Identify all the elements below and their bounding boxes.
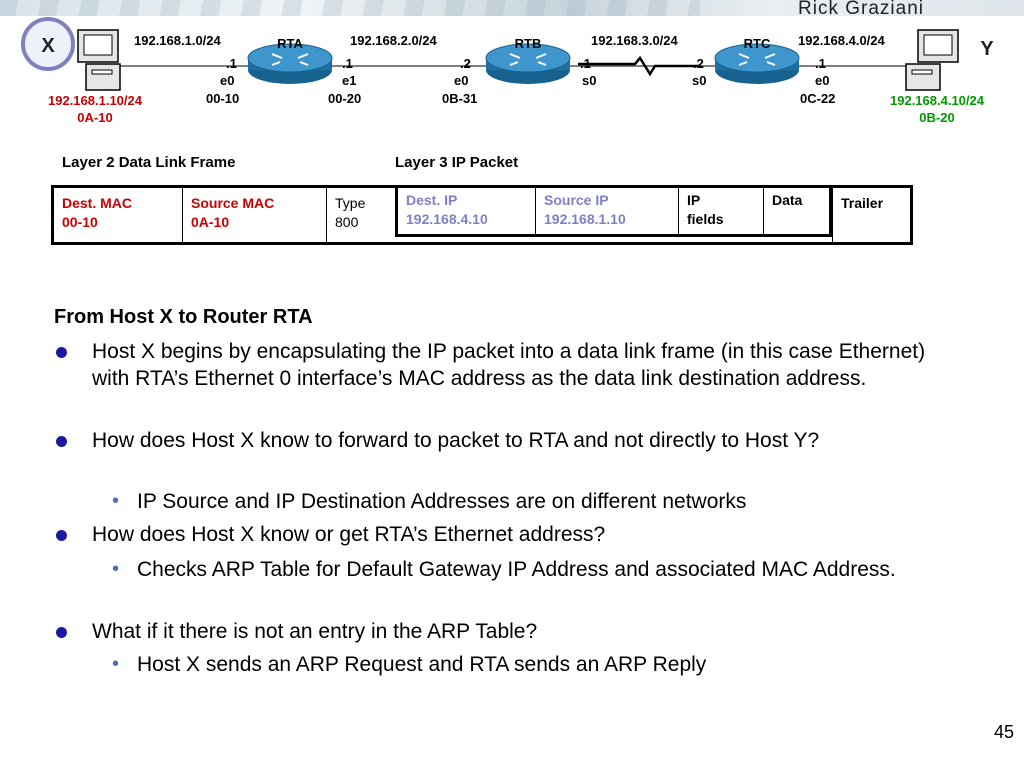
host-x-badge-icon: X	[21, 17, 75, 71]
source-ip-label: Source IP	[544, 192, 609, 208]
frame-divider	[535, 188, 536, 234]
svg-text:X: X	[41, 35, 55, 57]
page-number: 45	[993, 722, 1014, 742]
host-y-label: Y	[980, 38, 994, 60]
frame-divider	[832, 188, 833, 242]
bullet-icon	[56, 347, 67, 358]
data-label: Data	[772, 192, 803, 208]
source-ip-value: 192.168.1.10	[544, 211, 626, 227]
network-1-label: 192.168.1.0/24	[134, 33, 222, 48]
type-label: Type	[335, 195, 366, 211]
author-name: Rick Graziani	[798, 0, 924, 19]
ip-fields-line1: IP	[687, 192, 701, 208]
data-link-frame: Dest. MAC 00-10 Source MAC 0A-10 Type 80…	[51, 185, 913, 245]
source-mac-label: Source MAC	[191, 195, 275, 211]
router-rta-label: RTA	[277, 36, 303, 51]
frame-divider	[326, 188, 327, 242]
host-y-ip: 192.168.4.10/24	[890, 93, 985, 108]
bullet-item: Host X begins by encapsulating the IP pa…	[92, 340, 926, 390]
rtb-s0-octet: .1	[580, 56, 591, 71]
rta-e0-mac: 00-10	[206, 91, 239, 106]
dest-mac-cell: Dest. MAC 00-10	[54, 188, 182, 242]
bullet-icon	[56, 436, 67, 447]
dest-mac-value: 00-10	[62, 214, 98, 230]
router-rta-icon	[247, 43, 333, 84]
network-3-label: 192.168.3.0/24	[591, 33, 679, 48]
type-cell: Type 800	[327, 188, 395, 242]
bullet-icon	[56, 530, 67, 541]
dest-ip-value: 192.168.4.10	[406, 211, 488, 227]
bullet-item: How does Host X know to forward to packe…	[92, 429, 820, 452]
sub-bullet-icon: •	[112, 653, 120, 675]
dest-ip-label: Dest. IP	[406, 192, 458, 208]
ip-fields-line2: fields	[687, 211, 724, 227]
frame-divider	[182, 188, 183, 242]
host-y-mac: 0B-20	[919, 110, 954, 125]
banner-texture	[0, 0, 700, 16]
rtc-s0-octet: .2	[693, 56, 704, 71]
data-cell: Data	[764, 188, 829, 234]
rtc-e0-octet: .1	[815, 56, 826, 71]
source-mac-value: 0A-10	[191, 214, 230, 230]
trailer-cell: Trailer	[833, 188, 910, 242]
bullet-item: How does Host X know or get RTA’s Ethern…	[92, 523, 606, 546]
frame-divider	[763, 188, 764, 234]
frame-divider	[678, 188, 679, 234]
host-x-mac: 0A-10	[77, 110, 112, 125]
trailer-label: Trailer	[841, 195, 884, 211]
section-heading: From Host X to Router RTA	[54, 306, 313, 328]
rta-e1-iface: e1	[342, 73, 356, 88]
rtc-e0-iface: e0	[815, 73, 829, 88]
bullet-item: What if it there is not an entry in the …	[92, 620, 538, 643]
rtc-e0-mac: 0C-22	[800, 91, 835, 106]
type-value: 800	[335, 214, 359, 230]
bullet-icon	[56, 627, 67, 638]
serial-link-icon	[578, 55, 700, 77]
rta-e0-iface: e0	[220, 73, 234, 88]
router-rtb-icon	[485, 43, 571, 84]
host-x-ip: 192.168.1.10/24	[48, 93, 143, 108]
rtb-e0-mac: 0B-31	[442, 91, 477, 106]
layer2-frame-label: Layer 2 Data Link Frame	[62, 154, 236, 171]
dest-ip-cell: Dest. IP 192.168.4.10	[398, 188, 535, 234]
source-ip-cell: Source IP 192.168.1.10	[536, 188, 678, 234]
host-x-computer-icon	[77, 29, 121, 91]
ip-packet-box: Dest. IP 192.168.4.10 Source IP 192.168.…	[395, 185, 832, 237]
network-topology-diagram: X Y RTA RTB RTC 192.168.1.0/24 192.168.2…	[21, 17, 994, 125]
dest-mac-label: Dest. MAC	[62, 195, 133, 211]
ip-fields-cell: IP fields	[679, 188, 763, 234]
header-banner	[0, 0, 1024, 16]
router-rtc-icon	[714, 43, 800, 84]
router-rtc-label: RTC	[744, 36, 771, 51]
network-2-label: 192.168.2.0/24	[350, 33, 438, 48]
sub-bullet-item: Checks ARP Table for Default Gateway IP …	[137, 558, 896, 581]
rtc-s0-iface: s0	[692, 73, 706, 88]
rta-e1-mac: 00-20	[328, 91, 361, 106]
source-mac-cell: Source MAC 0A-10	[183, 188, 326, 242]
sub-bullet-icon: •	[112, 490, 120, 512]
rtb-e0-iface: e0	[454, 73, 468, 88]
rtb-s0-iface: s0	[582, 73, 596, 88]
rtb-e0-octet: .2	[460, 56, 471, 71]
sub-bullet-icon: •	[112, 558, 120, 580]
router-rtb-label: RTB	[515, 36, 542, 51]
sub-bullet-item: Host X sends an ARP Request and RTA send…	[137, 653, 707, 676]
network-4-label: 192.168.4.0/24	[798, 33, 886, 48]
layer3-packet-label: Layer 3 IP Packet	[395, 154, 519, 171]
rta-e1-octet: .1	[342, 56, 353, 71]
host-y-computer-icon	[905, 29, 959, 91]
sub-bullet-item: IP Source and IP Destination Addresses a…	[137, 490, 747, 513]
rta-e0-octet: .1	[226, 56, 237, 71]
